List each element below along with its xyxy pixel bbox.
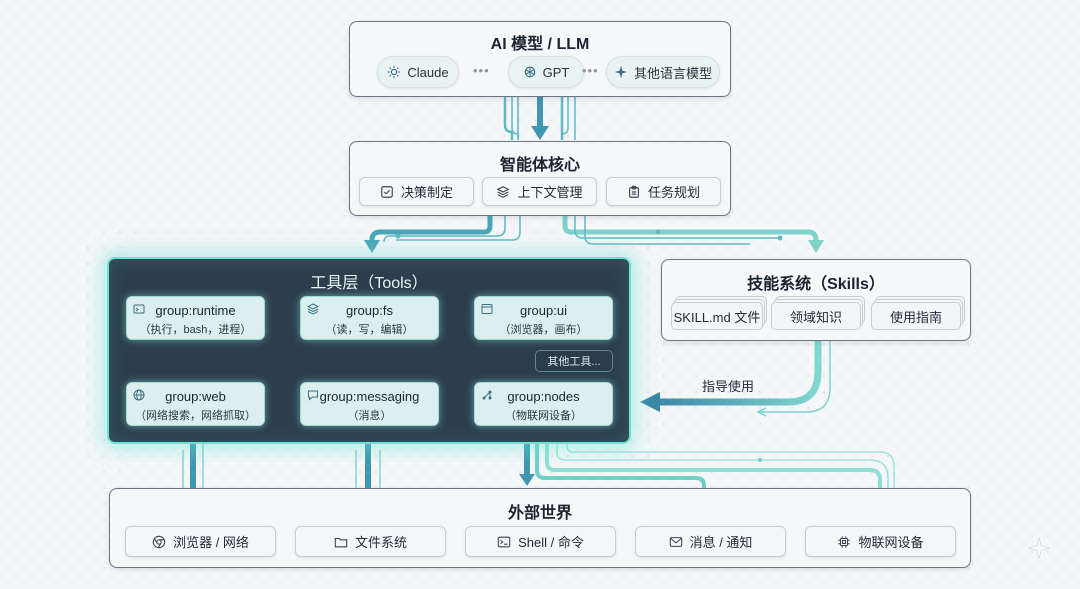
core-to-tools-connector [364,216,521,253]
core-title: 智能体核心 [499,157,580,174]
checkbox-icon [381,185,393,198]
world-messages-label: 消息 / 通知 [689,535,753,550]
ellipsis: ••• [582,63,599,78]
world-messages[interactable]: 消息 / 通知 [635,526,786,557]
world-shell[interactable]: Shell / 命令 [465,526,616,557]
globe-icon [133,389,145,401]
tool-name: group:nodes [507,389,580,404]
terminal-icon [133,304,145,314]
sparkle-watermark-icon [1028,537,1050,559]
world-browser-label: 浏览器 / 网络 [173,535,249,550]
tools-title: 工具层（Tools） [310,275,428,292]
tool-group-fs[interactable]: group:fs （读，写，编辑） [300,296,439,340]
tool-desc: （执行，bash，进程） [139,324,252,336]
skill-label: SKILL.md 文件 [673,309,761,325]
world-title: 外部世界 [507,505,572,522]
chat-icon [308,390,318,401]
skill-label: 使用指南 [889,309,942,325]
model-claude-label: Claude [407,64,449,80]
world-iot-label: 物联网设备 [858,535,924,550]
skill-label: 领域知识 [789,309,842,325]
tool-name: group:fs [346,303,393,318]
tool-name: group:messaging [319,389,420,404]
terminal-icon [497,536,511,547]
core-to-skills-connector [562,216,824,253]
sparkle-icon [614,65,628,79]
tool-group-ui[interactable]: group:ui （浏览器，画布） [474,296,613,340]
mail-icon [669,536,682,547]
ellipsis: ••• [473,63,490,78]
skill-skillmd[interactable]: SKILL.md 文件 [671,302,763,330]
core-planning[interactable]: 任务规划 [606,177,721,206]
stack-icon [307,303,319,315]
llm-title: AI 模型 / LLM [490,36,590,53]
skills-title: 技能系统（Skills） [747,276,885,293]
tool-desc: （网络搜索，网络抓取） [135,410,256,422]
model-other-label: 其他语言模型 [633,65,712,81]
nodes-icon [482,390,492,400]
clipboard-icon [629,185,639,198]
tool-name: group:runtime [155,303,236,318]
world-shell-label: Shell / 命令 [518,535,584,550]
model-claude[interactable]: Claude [377,56,459,88]
tool-group-nodes[interactable]: group:nodes （物联网设备） [474,382,613,426]
core-context[interactable]: 上下文管理 [482,177,597,206]
tool-group-runtime[interactable]: group:runtime （执行，bash，进程） [126,296,265,340]
skills-guide-connector [640,341,831,417]
model-other[interactable]: 其他语言模型 [606,56,720,88]
tool-group-messaging[interactable]: group:messaging （消息） [300,382,439,426]
model-gpt-label: GPT [542,64,570,80]
chip-icon [838,535,851,548]
core-decision[interactable]: 决策制定 [359,177,474,206]
tool-desc: （物联网设备） [505,410,582,422]
openai-icon [524,66,535,78]
tool-desc: （读，写，编辑） [325,324,414,336]
skill-usage-guide[interactable]: 使用指南 [871,302,961,330]
tool-desc: （消息） [347,410,392,422]
model-gpt[interactable]: GPT [508,56,584,88]
core-planning-label: 任务规划 [647,185,700,200]
layers-icon [496,185,511,198]
world-iot[interactable]: 物联网设备 [805,526,956,557]
world-browser[interactable]: 浏览器 / 网络 [125,526,276,557]
skill-domain-knowledge[interactable]: 领域知识 [771,302,861,330]
world-filesystem-label: 文件系统 [354,535,407,550]
core-context-label: 上下文管理 [517,185,583,200]
core-decision-label: 决策制定 [400,185,453,200]
world-filesystem[interactable]: 文件系统 [295,526,446,557]
folder-icon [334,537,348,547]
tool-name: group:web [165,389,226,404]
tool-name: group:ui [520,303,567,318]
sun-icon [388,65,401,79]
tool-group-web[interactable]: group:web （网络搜索，网络抓取） [126,382,265,426]
tool-desc: （浏览器，画布） [499,324,588,336]
window-icon [481,304,493,314]
more-tools-button[interactable]: 其他工具... [535,350,613,372]
chrome-icon [152,535,166,548]
llm-to-core-connector [503,96,576,140]
guide-usage-label: 指导使用 [702,379,755,394]
